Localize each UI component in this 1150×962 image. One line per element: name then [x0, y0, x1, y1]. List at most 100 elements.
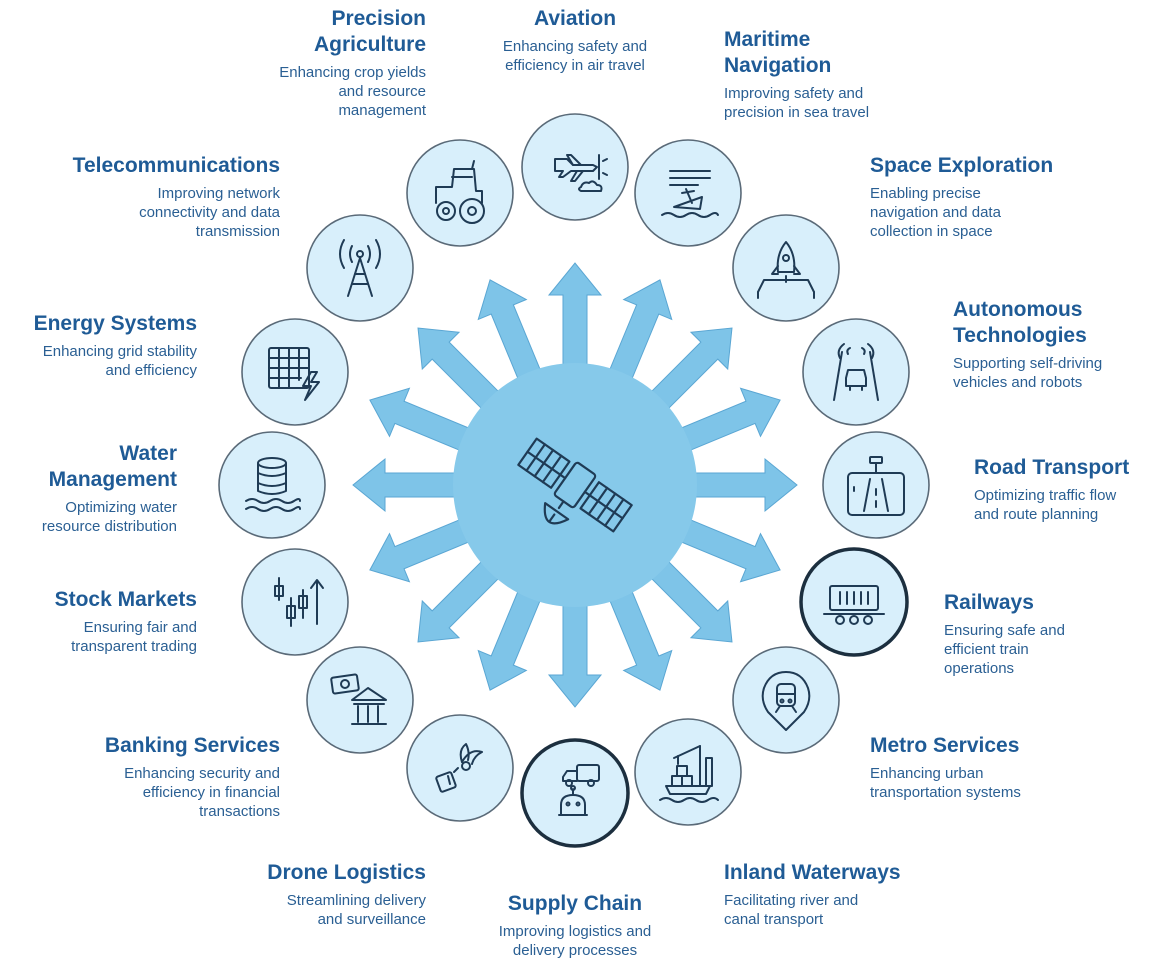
ship-icon [661, 170, 719, 218]
sector-title: Supply Chain [507, 892, 643, 915]
sector-description-line: and resource [338, 83, 426, 100]
sector-node-autonomous-technologies [802, 318, 910, 426]
sector-title: Road Transport [974, 456, 1130, 479]
sector-node-aviation [521, 113, 629, 221]
sector-description-line: Enhancing crop yields [279, 64, 426, 81]
road-icon [847, 456, 905, 516]
sector-circle-stock-markets [241, 548, 349, 656]
sector-node-water-management [218, 431, 326, 539]
self-driving-car-icon [833, 343, 879, 401]
sector-description-line: Enhancing security and [124, 765, 280, 782]
sector-circle-road-transport [822, 431, 930, 539]
sector-description-line: Improving safety and [724, 85, 864, 102]
sector-node-road-transport [822, 431, 930, 539]
sector-node-space-exploration [732, 214, 840, 322]
sector-description: Optimizing water resource distribution [7, 498, 177, 536]
sector-node-energy-systems [241, 318, 349, 426]
sector-description-line: navigation and data [870, 204, 1001, 221]
cargo-ship-crane-icon [659, 745, 719, 803]
sector-circle-supply-chain [520, 738, 630, 848]
sector-node-telecommunications [306, 214, 414, 322]
bank-money-icon [330, 673, 387, 725]
sector-title: Drone Logistics [267, 861, 426, 884]
satellite-icon [517, 437, 633, 533]
sector-description-line: Supporting self-driving [953, 355, 1103, 372]
sector-node-drone-logistics [406, 714, 514, 822]
sector-circle-autonomous-technologies [802, 318, 910, 426]
sector-circle-precision-agriculture [406, 139, 514, 247]
sector-description-line: canal transport [724, 911, 824, 928]
sector-description-line: management [338, 102, 426, 119]
sector-description-line: Streamlining delivery [286, 892, 426, 909]
sector-description-line: collection in space [870, 223, 993, 240]
sector-title: Banking Services [104, 734, 280, 757]
candlestick-chart-icon [274, 577, 324, 627]
sector-description: Improving network connectivity and data tr… [40, 184, 280, 241]
sector-description-line: transportation systems [870, 784, 1021, 801]
delivery-truck-robot-icon [558, 764, 600, 816]
sector-node-maritime-navigation [634, 139, 742, 247]
antenna-tower-icon [339, 239, 381, 297]
train-wagon-icon [823, 585, 885, 625]
sector-description-line: transmission [195, 223, 280, 240]
metro-train-icon [761, 671, 811, 731]
sector-circles [218, 113, 930, 848]
sector-circle-space-exploration [732, 214, 840, 322]
sector-description-line: resource distribution [41, 518, 177, 535]
sector-description-line: Optimizing water [65, 499, 177, 516]
sector-title: Maritime Navigation [724, 28, 832, 77]
sector-circle-telecommunications [306, 214, 414, 322]
sector-title: Stock Markets [54, 588, 197, 611]
sector-node-metro-services [732, 646, 840, 754]
sector-description-line: Enabling precise [870, 185, 981, 202]
airplane-icon [554, 154, 608, 192]
sector-title: Railways [944, 591, 1034, 614]
drone-package-icon [435, 743, 483, 793]
sector-title: Metro Services [870, 734, 1020, 757]
sector-description-line: transparent trading [71, 638, 197, 655]
sector-description-line: Ensuring safe and [944, 622, 1065, 639]
sector-title: Aviation [533, 7, 617, 30]
sector-node-supply-chain [520, 738, 630, 848]
sector-node-precision-agriculture [406, 139, 514, 247]
sector-node-railways [799, 547, 909, 657]
sector-description-line: efficient train [944, 641, 1029, 658]
sector-title: Autonomous Technologies [953, 298, 1087, 347]
sector-title: Space Exploration [870, 154, 1054, 177]
sector-description-line: operations [944, 660, 1015, 677]
sector-description: Enhancing urban transportation systems [870, 764, 1090, 802]
sector-description-line: Improving network [157, 185, 280, 202]
sector-description: Ensuring safe and efficient train operatio… [944, 621, 1134, 678]
sector-node-banking-services [306, 646, 414, 754]
sector-description: Enhancing grid stability and efficiency [0, 342, 197, 380]
central-hub [453, 363, 697, 607]
sector-circle-drone-logistics [406, 714, 514, 822]
sector-description-line: Optimizing traffic flow [974, 487, 1117, 504]
sector-description-line: Enhancing urban [870, 765, 984, 782]
sector-circle-aviation [521, 113, 629, 221]
sector-description-line: and efficiency [105, 362, 197, 379]
sector-title: Telecommunications [72, 154, 280, 177]
sector-description-line: connectivity and data [139, 204, 280, 221]
sector-description-line: Enhancing grid stability [42, 343, 197, 360]
sector-node-stock-markets [241, 548, 349, 656]
